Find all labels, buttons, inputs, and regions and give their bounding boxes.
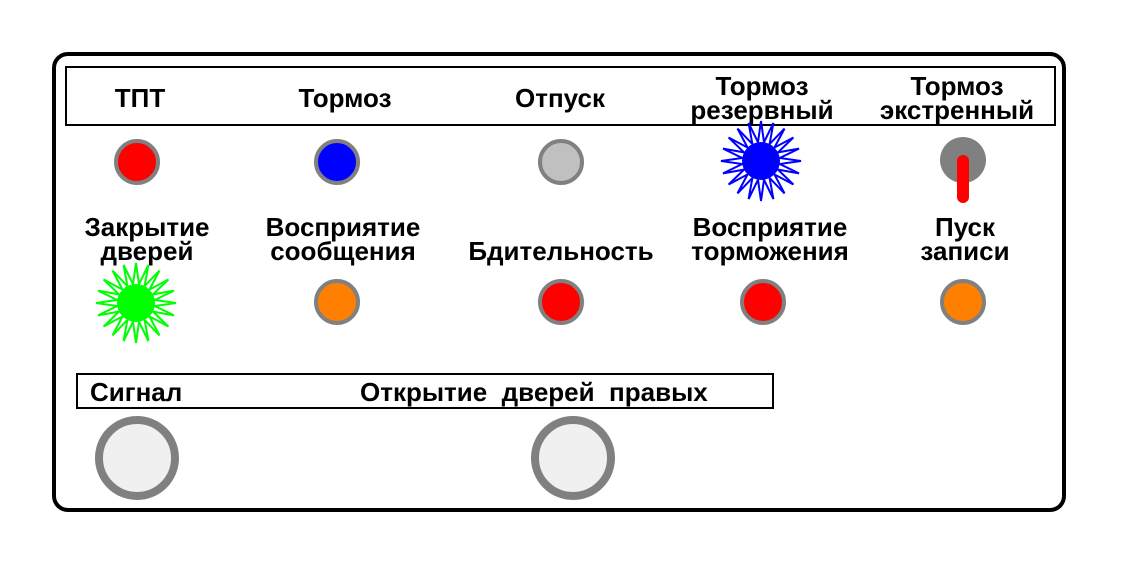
toggle-lever-icon — [957, 155, 969, 203]
starburst-core-icon — [742, 142, 780, 180]
label-doors-right: Открытие дверей правых — [360, 377, 708, 407]
reserve-brake-flash-lamp[interactable] — [718, 118, 804, 204]
label-msg-ack: Восприятие сообщения — [265, 212, 421, 266]
msg-ack-lamp[interactable] — [314, 279, 360, 325]
label-brake-ack: Восприятие торможения — [691, 212, 849, 266]
label-signal: Сигнал — [90, 377, 183, 407]
vigilance-lamp[interactable] — [538, 279, 584, 325]
label-record-start: Пуск записи — [920, 212, 1010, 266]
doors-right-button[interactable] — [531, 416, 615, 500]
release-lamp[interactable] — [538, 139, 584, 185]
signal-button[interactable] — [95, 416, 179, 500]
brake-lamp[interactable] — [314, 139, 360, 185]
label-brake: Тормоз — [298, 83, 392, 113]
brake-ack-lamp[interactable] — [740, 279, 786, 325]
label-reserve-brake: Тормоз резервный — [690, 71, 834, 125]
door-close-flash-lamp[interactable] — [93, 260, 179, 346]
label-vigilance: Бдительность — [468, 236, 654, 266]
label-emergency-brake: Тормоз экстренный — [879, 71, 1035, 125]
tpt-lamp[interactable] — [114, 139, 160, 185]
top-label-frame — [65, 66, 1056, 126]
bottom-label-frame — [76, 373, 774, 409]
label-release: Отпуск — [515, 83, 605, 113]
label-tpt: ТПТ — [114, 83, 166, 113]
record-start-lamp[interactable] — [940, 279, 986, 325]
starburst-core-icon — [117, 284, 155, 322]
label-door-close: Закрытие дверей — [84, 212, 210, 266]
